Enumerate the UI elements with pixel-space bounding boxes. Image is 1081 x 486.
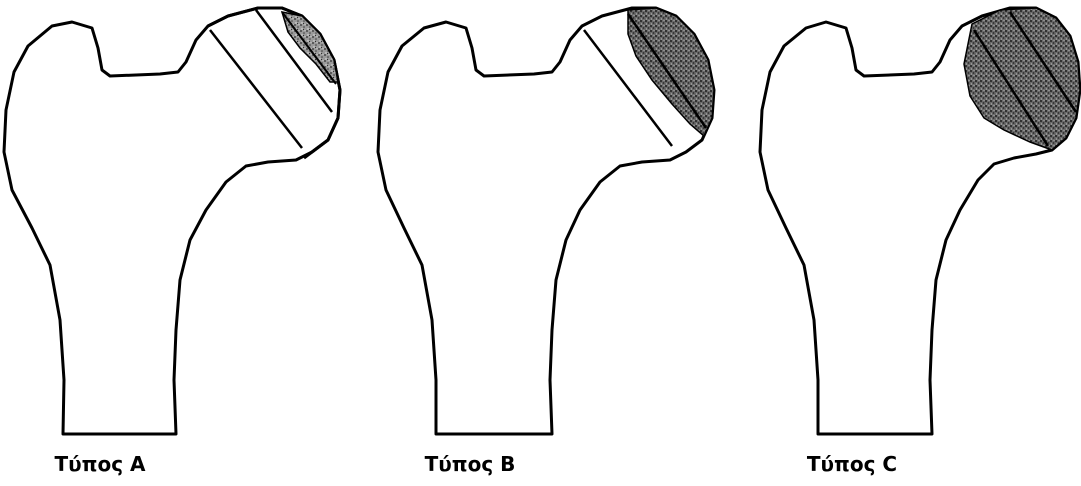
femur-outline-a [4,8,340,434]
caption-type-c: Τύπος C [752,452,952,476]
femur-type-b [378,8,714,434]
femur-type-a [4,8,340,434]
caption-type-a: Τύπος A [0,452,200,476]
caption-type-b: Τύπος B [370,452,570,476]
femur-type-c [760,8,1080,434]
